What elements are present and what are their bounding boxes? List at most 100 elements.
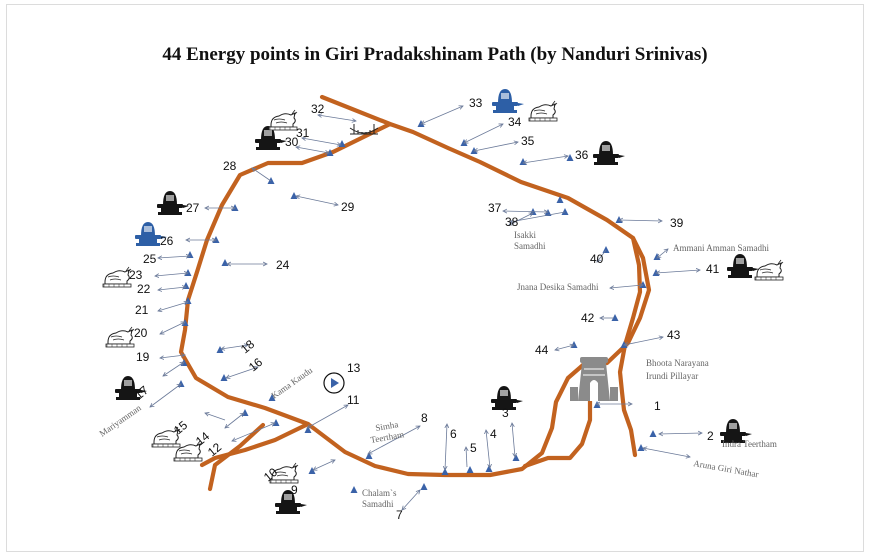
direction-arrow	[657, 249, 668, 258]
shiva-lingam-icon	[156, 190, 190, 216]
shiva-lingam-icon	[491, 88, 525, 114]
direction-arrow	[158, 256, 190, 258]
direction-arrow	[160, 322, 185, 334]
place-bhoota-line2: Irundi Pillayar	[646, 371, 698, 381]
point-label-31: 31	[296, 126, 310, 140]
direction-arrow	[318, 115, 356, 121]
direction-arrow	[221, 345, 248, 349]
triangle-marker-icon	[338, 140, 346, 147]
direction-arrow	[512, 423, 515, 457]
direction-arrow	[619, 220, 662, 221]
point-label-35: 35	[521, 134, 535, 148]
direction-arrow	[445, 424, 447, 470]
triangle-marker-icon	[556, 196, 564, 203]
place-simha-line2: Teertham	[370, 429, 405, 445]
point-label-30: 30	[285, 135, 299, 149]
place-jnana: Jnana Desika Samadhi	[517, 282, 599, 292]
point-label-21: 21	[135, 303, 149, 317]
point-label-2: 2	[707, 429, 714, 443]
direction-arrow	[402, 490, 420, 510]
triangle-marker-icon	[184, 269, 192, 276]
triangle-marker-icon	[637, 444, 645, 451]
triangle-marker-icon	[561, 208, 569, 215]
direction-arrow	[307, 405, 348, 428]
point-label-1: 1	[654, 399, 661, 413]
place-simha-line1: Simha	[375, 419, 399, 433]
point-label-29: 29	[341, 200, 355, 214]
direction-arrow	[155, 273, 188, 276]
point-label-23: 23	[129, 268, 143, 282]
direction-arrow	[225, 413, 244, 428]
triangle-marker-icon	[512, 454, 520, 461]
triangle-marker-icon	[304, 426, 312, 433]
point-label-16: 16	[246, 355, 265, 375]
point-label-27: 27	[186, 201, 200, 215]
triangle-marker-icon	[290, 192, 298, 199]
triangle-marker-icon	[186, 251, 194, 258]
place-kama: Kama Kaudu	[269, 365, 314, 401]
direction-arrow	[659, 433, 702, 434]
point-label-20: 20	[134, 326, 148, 340]
direction-arrow	[163, 362, 184, 376]
direction-arrow	[474, 142, 518, 151]
triangle-marker-icon	[231, 204, 239, 211]
point-label-18: 18	[238, 337, 257, 357]
direction-arrow	[302, 138, 341, 145]
triangle-marker-icon	[417, 120, 425, 127]
triangle-marker-icon	[241, 409, 249, 416]
point-label-28: 28	[223, 159, 237, 173]
shiva-lingam-icon	[592, 140, 626, 166]
direction-arrow	[597, 249, 607, 262]
direction-arrow	[296, 196, 338, 205]
place-chalam-line1: Chalam`s	[362, 488, 397, 498]
point-label-33: 33	[469, 96, 483, 110]
point-label-9: 9	[291, 483, 298, 497]
triangle-marker-icon	[216, 346, 224, 353]
point-label-11: 11	[347, 393, 360, 407]
point-label-32: 32	[311, 102, 325, 116]
direction-arrow	[158, 302, 188, 311]
direction-arrow	[421, 106, 463, 124]
triangle-marker-icon	[182, 282, 190, 289]
point-label-7: 7	[396, 508, 403, 522]
triangle-marker-icon	[466, 466, 474, 473]
direction-arrows	[150, 106, 702, 510]
place-bhoota-line1: Bhoota Narayana	[646, 358, 709, 368]
place-chalam-line2: Samadhi	[362, 499, 394, 509]
place-mariyamman: Mariyamman	[97, 402, 143, 438]
direction-arrow	[486, 430, 490, 468]
triangle-marker-icon	[268, 394, 276, 401]
circled-point-13	[323, 372, 345, 394]
nandi-bull-icon	[528, 100, 558, 122]
direction-arrow	[313, 460, 335, 470]
direction-arrow	[523, 156, 568, 163]
icons-layer	[102, 88, 784, 515]
triangle-marker-icon	[602, 246, 610, 253]
triangle-marker-icon	[615, 216, 623, 223]
point-label-8: 8	[421, 411, 428, 425]
triangle-marker-icon	[593, 401, 601, 408]
triangle-marker-icon	[420, 483, 428, 490]
direction-arrow	[252, 168, 272, 182]
triangle-marker-icon	[649, 430, 657, 437]
point-label-34: 34	[508, 115, 522, 129]
direction-arrow	[464, 124, 503, 143]
direction-arrow	[160, 355, 185, 358]
direction-arrow	[510, 211, 566, 222]
point-label-37: 37	[488, 201, 502, 215]
bridge-icon	[349, 124, 379, 135]
direction-arrow	[150, 384, 181, 407]
direction-arrow	[368, 426, 420, 454]
temple-gopuram-icon	[570, 357, 618, 401]
place-isakki-line2: Samadhi	[514, 241, 546, 251]
page-frame	[6, 4, 864, 552]
triangle-marker-icon	[519, 158, 527, 165]
direction-arrow	[624, 337, 663, 345]
point-label-36: 36	[575, 148, 589, 162]
point-label-43: 43	[667, 328, 681, 342]
direction-arrow	[656, 270, 700, 273]
place-aruna: Aruna Giri Nathar	[693, 458, 760, 479]
place-indra: Indra Teertham	[722, 439, 777, 449]
point-label-26: 26	[160, 234, 174, 248]
direction-arrow	[555, 345, 574, 350]
